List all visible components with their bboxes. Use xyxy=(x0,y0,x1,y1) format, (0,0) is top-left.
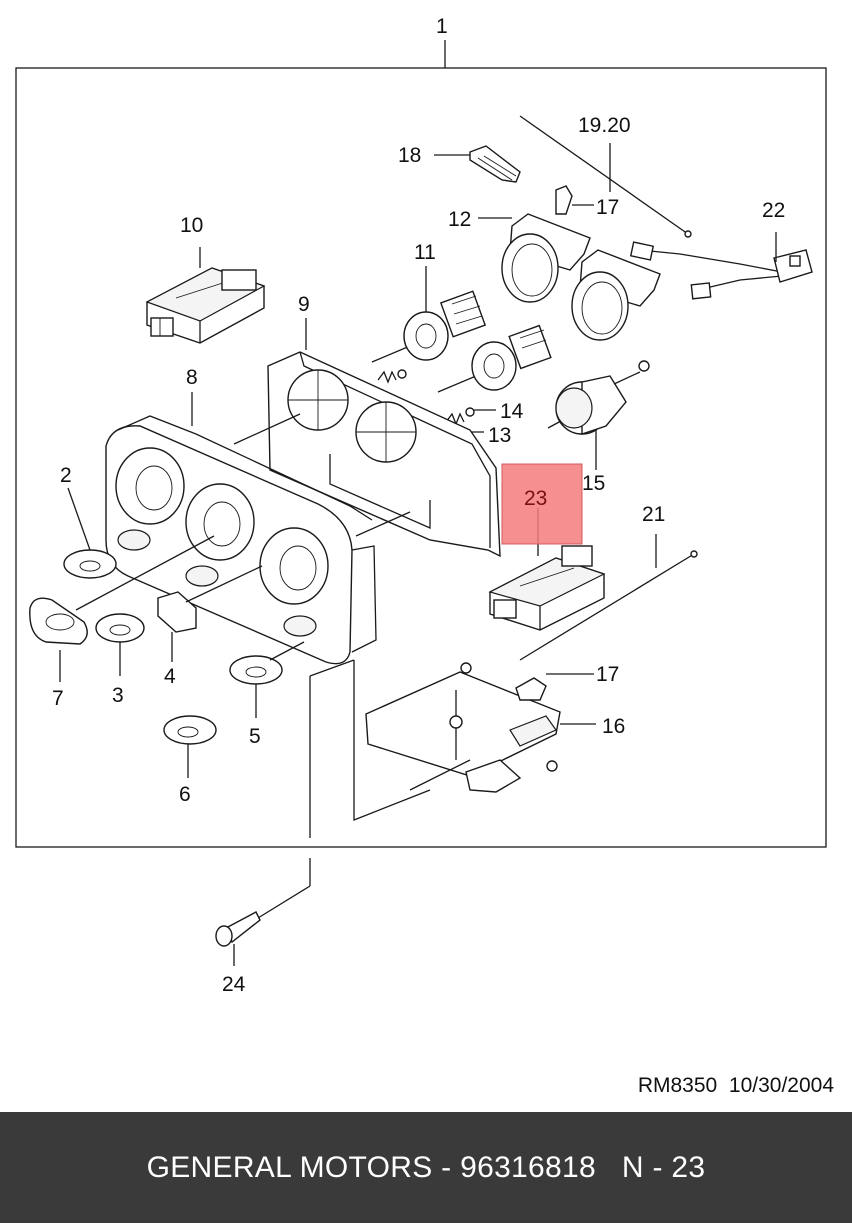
callout-23-highlight xyxy=(501,463,583,545)
callout-2: 2 xyxy=(60,464,72,487)
callout-4: 4 xyxy=(164,665,176,688)
reference-code: RM8350 xyxy=(637,1074,718,1097)
footer-bar: GENERAL MOTORS - 96316818 N - 23 xyxy=(0,1112,852,1223)
callout-10: 10 xyxy=(180,214,203,237)
footer-position: N - 23 xyxy=(621,1150,706,1184)
footer-part-number: 96316818 xyxy=(460,1150,596,1184)
part-3-button xyxy=(95,613,145,676)
part-16-lever-bracket xyxy=(309,659,596,838)
callout-17-lower: 17 xyxy=(596,663,619,686)
part-2-button xyxy=(63,487,117,579)
part-19-20-cable xyxy=(519,115,692,238)
callout-3: 3 xyxy=(112,684,124,707)
part-9-rear-housing xyxy=(267,318,501,558)
diagram-frame xyxy=(15,67,827,848)
part-10-switch xyxy=(145,247,266,344)
callout-1: 1 xyxy=(436,15,448,38)
callout-17-top: 17 xyxy=(596,196,619,219)
callout-18: 18 xyxy=(398,144,421,167)
part-18-clip xyxy=(434,145,521,183)
callout-7: 7 xyxy=(52,687,64,710)
callout-12: 12 xyxy=(448,208,471,231)
part-7-knob xyxy=(29,535,215,682)
part-8-front-housing xyxy=(105,392,411,665)
callout-15: 15 xyxy=(582,472,605,495)
part-11-knob-shafts xyxy=(371,266,552,393)
part-17-clip-top xyxy=(555,185,594,215)
part-22-harness xyxy=(629,232,813,300)
parts-diagram: 1 2 3 4 5 6 7 8 9 10 11 12 13 14 15 16 1… xyxy=(15,15,827,996)
callout-21: 21 xyxy=(642,503,665,526)
footer-text: GENERAL MOTORS - 96316818 N - 23 xyxy=(146,1150,706,1184)
callout-23: 23 xyxy=(524,487,547,510)
part-21-cable xyxy=(519,534,698,661)
part-5-button xyxy=(229,641,305,718)
callout-5: 5 xyxy=(249,725,261,748)
part-23-switch xyxy=(488,463,606,631)
footer-brand: GENERAL MOTORS xyxy=(146,1150,433,1184)
callout-13: 13 xyxy=(488,424,511,447)
callout-16: 16 xyxy=(602,715,625,738)
part-6-button xyxy=(163,715,217,778)
callout-14: 14 xyxy=(500,400,524,423)
callout-11: 11 xyxy=(414,241,436,264)
part-15-actuator xyxy=(547,360,650,470)
callout-6: 6 xyxy=(179,783,191,806)
part-24-screw xyxy=(215,858,311,966)
reference-date: 10/30/2004 xyxy=(728,1074,834,1097)
callout-22: 22 xyxy=(762,199,785,222)
callout-24: 24 xyxy=(222,973,246,996)
part-17-clip-lower xyxy=(515,673,594,701)
callout-9: 9 xyxy=(298,293,310,316)
drawing-reference: RM8350 10/30/2004 xyxy=(638,1074,834,1098)
part-12-dial-brackets xyxy=(478,213,661,341)
callout-19-20: 19.20 xyxy=(578,114,631,137)
callout-8: 8 xyxy=(186,366,198,389)
part-4-slider xyxy=(157,565,263,662)
